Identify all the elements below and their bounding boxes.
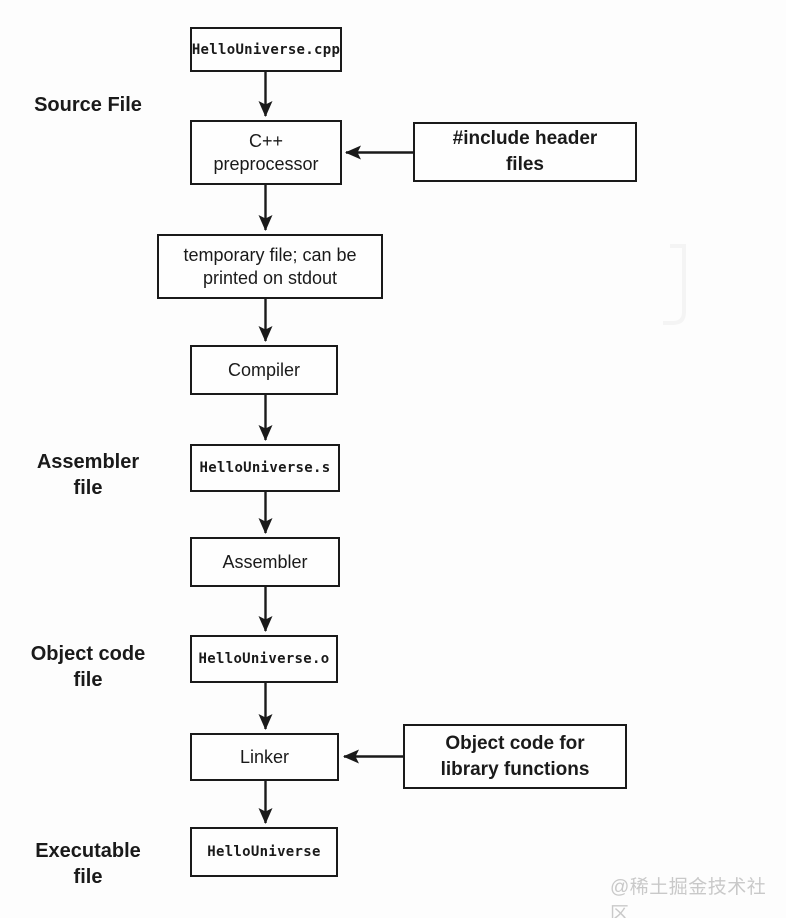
label-assembler-file: Assembler file bbox=[36, 451, 140, 499]
node-cpp-preprocessor: C++ preprocessor bbox=[190, 120, 342, 185]
annotation-library-object-code: Object code for library functions bbox=[403, 724, 627, 789]
node-temporary-file: temporary file; can be printed on stdout bbox=[157, 234, 383, 299]
node-executable: HelloUniverse bbox=[190, 827, 338, 877]
faint-watermark-glyph bbox=[663, 244, 686, 325]
label-object-code-file: Object code file bbox=[30, 643, 146, 691]
label-source-file: Source File bbox=[34, 94, 142, 116]
node-compiler: Compiler bbox=[190, 345, 338, 395]
annotation-include-header-files: #include header files bbox=[413, 122, 637, 182]
node-assembler: Assembler bbox=[190, 537, 340, 587]
node-object-file: HelloUniverse.o bbox=[190, 635, 338, 683]
node-assembly-file: HelloUniverse.s bbox=[190, 444, 340, 492]
community-watermark: @稀土掘金技术社区 bbox=[610, 877, 767, 918]
node-source-file: HelloUniverse.cpp bbox=[190, 27, 342, 72]
label-executable-file: Executable file bbox=[35, 840, 141, 888]
node-linker: Linker bbox=[190, 733, 339, 781]
